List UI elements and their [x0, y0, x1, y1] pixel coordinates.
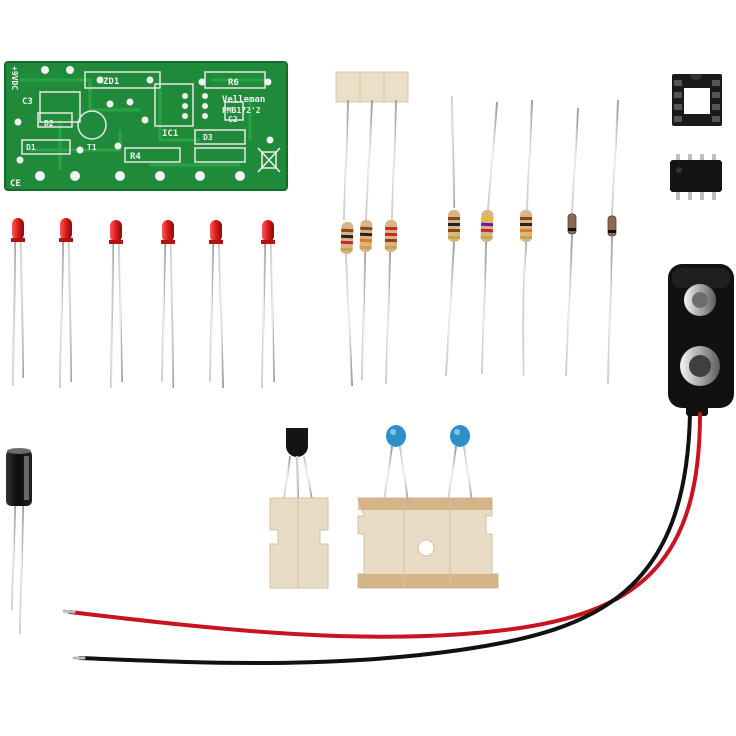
pcb-label-d1: D1: [26, 143, 36, 152]
red-led-icon: [59, 218, 73, 389]
ceramic-capacitor-icon: [447, 425, 473, 503]
loose-resistors: [445, 95, 533, 377]
pcb-label-ic1: IC1: [162, 129, 178, 139]
ic-chip-icon: [670, 154, 722, 200]
diode-icon: [567, 213, 577, 235]
taped-resistors: [335, 71, 409, 387]
red-led-icon: [261, 220, 275, 389]
pcb-brand-text: Velleman: [222, 95, 265, 105]
pcb-label-t1: T1: [87, 143, 97, 152]
resistor-icon: [480, 209, 494, 243]
pcb-label-vdc: +9VDC: [10, 66, 19, 90]
pcb-label-c2: C2: [228, 115, 238, 124]
ceramic-capacitor-icon: [383, 425, 409, 503]
resistor-icon: [520, 210, 532, 242]
resistor-icon: [448, 210, 460, 242]
pcb-label-d2: D2: [44, 119, 54, 128]
pcb-label-r6: R6: [228, 78, 239, 88]
resistor-icon: [384, 219, 398, 253]
battery-wires: [62, 412, 702, 665]
resistor-icon: [359, 219, 373, 253]
electrolytic-capacitor-icon: [6, 448, 32, 635]
pcb-label-r4: R4: [130, 152, 141, 162]
pcb-label-zd1: ZD1: [103, 77, 119, 87]
red-led-icon: [209, 220, 224, 389]
ceramic-capacitors: [357, 425, 499, 589]
led-group: [11, 218, 275, 389]
resistor-icon: [340, 221, 354, 255]
pcb-label-c3: C3: [22, 97, 33, 107]
red-led-icon: [11, 218, 25, 387]
red-led-icon: [161, 220, 175, 389]
pcb-model-text: PMB172'2: [222, 106, 261, 115]
transistor-icon: [269, 428, 329, 589]
pcb-label-d3: D3: [203, 133, 213, 142]
battery-clip-icon: [668, 264, 734, 416]
ic-socket-icon: [672, 74, 722, 126]
diode-icon: [607, 215, 617, 237]
red-led-icon: [109, 220, 123, 389]
pcb-board: ZD1 R6 C3 C2 D1 D2 D3 R4 IC1 T1 CE +9VDC…: [4, 61, 288, 191]
pcb-label-ce: CE: [10, 179, 21, 189]
diodes: [565, 99, 619, 385]
weee-bin-icon: [257, 147, 281, 173]
